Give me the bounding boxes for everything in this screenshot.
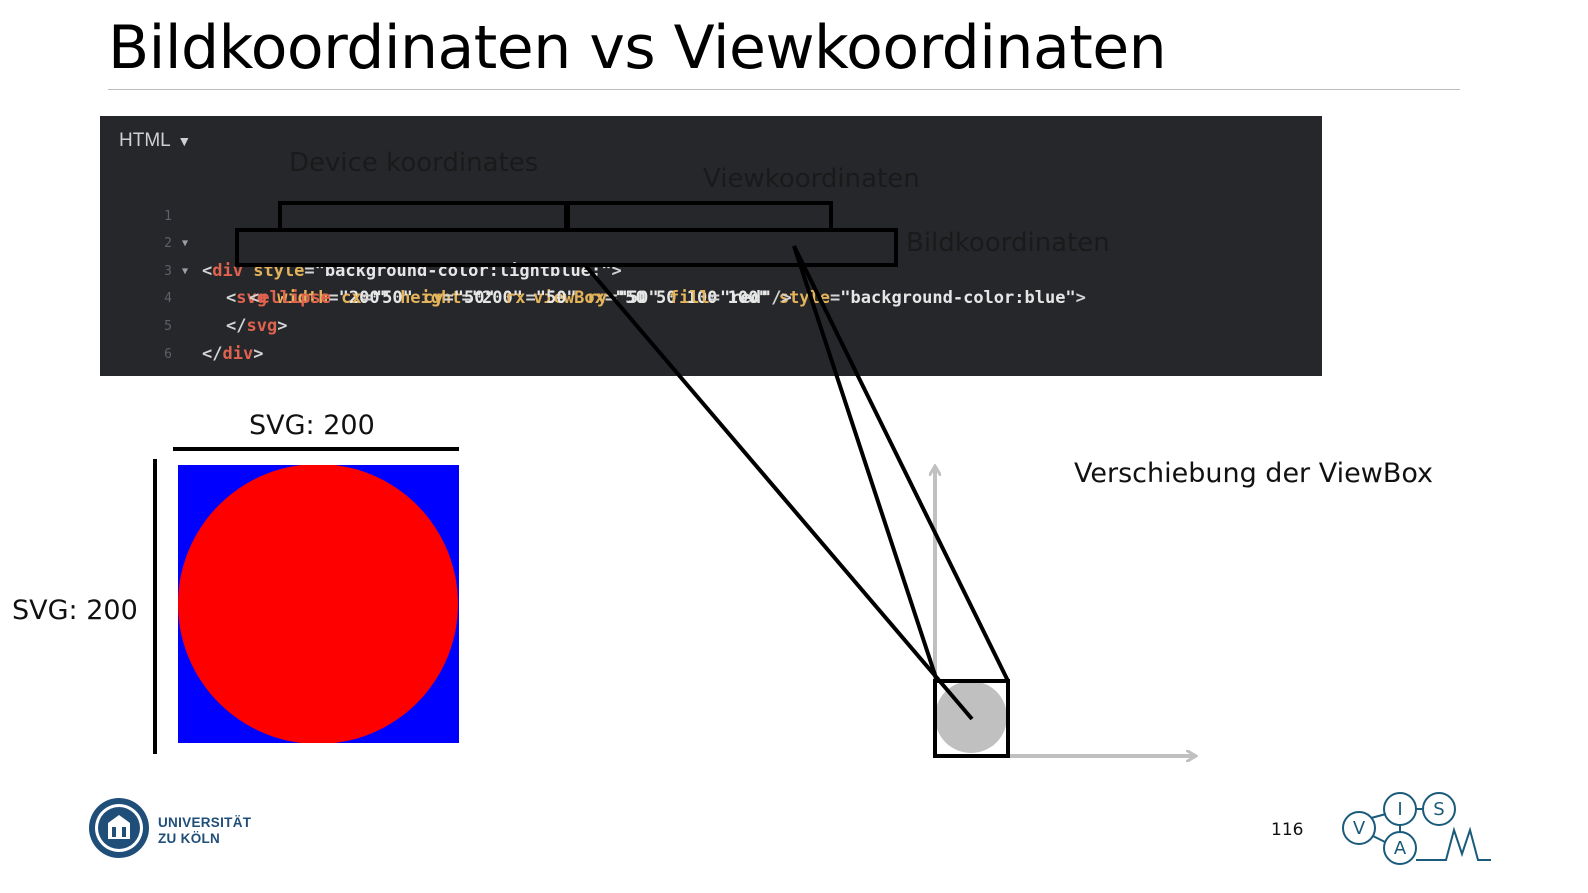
- code-token: <: [249, 288, 260, 309]
- code-token: =: [443, 288, 454, 309]
- svg-width-label: SVG: 200: [249, 410, 375, 441]
- code-token: div: [222, 343, 254, 364]
- code-token: >: [253, 343, 264, 364]
- code-token: <: [226, 288, 237, 309]
- code-token: =: [709, 288, 721, 309]
- code-token: "200": [338, 288, 390, 309]
- visa-letter: A: [1394, 838, 1407, 859]
- line-number: 5: [164, 318, 172, 334]
- code-line: 4 </svg>: [100, 258, 1322, 336]
- code-token: =: [461, 288, 472, 309]
- code-token: "50": [453, 288, 495, 309]
- page-number: 116: [1271, 820, 1304, 840]
- view-coordinates-highlight: [566, 201, 833, 232]
- code-line: 6: [100, 313, 1322, 362]
- university-seal-logo: [89, 798, 149, 858]
- code-language-tab[interactable]: HTML ▼: [119, 130, 191, 152]
- code-line: 3 <ellipse cx="50" cy="50" rx="50" ry="5…: [100, 230, 1322, 309]
- code-token: =: [830, 288, 841, 309]
- code-token: "50 50 100 100": [615, 288, 769, 309]
- visa-letter: V: [1353, 818, 1366, 839]
- line-number: 6: [164, 346, 172, 362]
- code-token: >: [277, 315, 288, 336]
- code-token: ry: [576, 288, 608, 309]
- university-name-line: UNIVERSITÄT: [158, 815, 252, 830]
- slide-title: Bildkoordinaten vs Viewkoordinaten: [108, 13, 1167, 83]
- code-token: </: [226, 315, 247, 336]
- code-token: =: [525, 288, 536, 309]
- code-token: =: [361, 288, 372, 309]
- code-text: </div>: [202, 341, 263, 369]
- fold-arrow-icon[interactable]: ▼: [182, 238, 189, 250]
- rendered-svg-demo: [178, 465, 459, 743]
- image-coordinates-label: Bildkoordinaten: [906, 228, 1110, 258]
- code-token: cx: [330, 288, 362, 309]
- code-text: </svg>: [226, 313, 287, 341]
- university-name-line: ZU KÖLN: [158, 831, 221, 846]
- device-coordinates-highlight: [278, 201, 568, 232]
- code-line: 2 ▼ <svg width="200" height="200" viewBo…: [100, 203, 1322, 308]
- code-token: "50": [617, 288, 659, 309]
- code-token: />: [771, 288, 792, 309]
- visa-letter: I: [1397, 799, 1402, 820]
- code-language-label: HTML: [119, 130, 171, 151]
- line-number: 1: [164, 208, 172, 224]
- code-token: =: [328, 288, 339, 309]
- viewbox-square: [933, 679, 1010, 758]
- code-token: =: [604, 288, 616, 309]
- code-token: rx: [494, 288, 526, 309]
- code-token: "50": [535, 288, 577, 309]
- viewbox-shift-label: Verschiebung der ViewBox: [1074, 458, 1434, 489]
- view-coordinates-label: Viewkoordinaten: [703, 164, 920, 194]
- svg-height-label: SVG: 200: [12, 595, 138, 626]
- red-ellipse: [178, 465, 458, 743]
- university-name: UNIVERSITÄT ZU KÖLN: [158, 815, 251, 847]
- connector-line: [792, 245, 939, 682]
- code-token: </: [202, 343, 223, 364]
- code-token: =: [304, 260, 315, 281]
- visa-letter: S: [1433, 799, 1444, 820]
- code-token: "background-color:blue": [840, 288, 1076, 309]
- code-token: svg: [236, 288, 267, 309]
- code-token: >: [1075, 288, 1086, 309]
- image-coordinates-highlight: [235, 228, 898, 267]
- code-token: viewBox: [522, 288, 605, 309]
- line-number: 2: [164, 236, 172, 252]
- code-panel: HTML ▼ 1 ▼ <div style="background-color:…: [100, 116, 1322, 376]
- code-token: <: [202, 260, 213, 281]
- connector-line: [583, 263, 974, 721]
- code-token: "50": [371, 288, 413, 309]
- code-lines: 1 ▼ <div style="background-color:lightbl…: [100, 175, 1322, 364]
- code-token: fill: [658, 288, 710, 309]
- code-text: <ellipse cx="50" cy="50" rx="50" ry="50"…: [249, 285, 792, 313]
- device-coordinates-label: Device koordinates: [289, 148, 539, 178]
- code-token: cy: [412, 288, 444, 309]
- code-text: <svg width="200" height="200" viewBox="5…: [226, 285, 1086, 313]
- code-token: "200": [471, 288, 523, 309]
- visa-logo: V I S A: [1342, 792, 1491, 865]
- dropdown-caret-icon: ▼: [177, 133, 192, 149]
- fold-arrow-icon[interactable]: ▼: [182, 265, 189, 277]
- code-token: >: [611, 260, 622, 281]
- code-token: height: [389, 288, 462, 309]
- code-token: ellipse: [259, 288, 331, 309]
- code-token: svg: [246, 315, 278, 336]
- line-number: 4: [164, 291, 172, 307]
- code-line: 5 </div>: [100, 285, 1322, 364]
- connector-line: [792, 245, 1010, 682]
- title-divider: [108, 89, 1460, 90]
- code-token: "red": [720, 288, 772, 309]
- code-token: width: [266, 288, 329, 309]
- line-number: 3: [164, 263, 172, 279]
